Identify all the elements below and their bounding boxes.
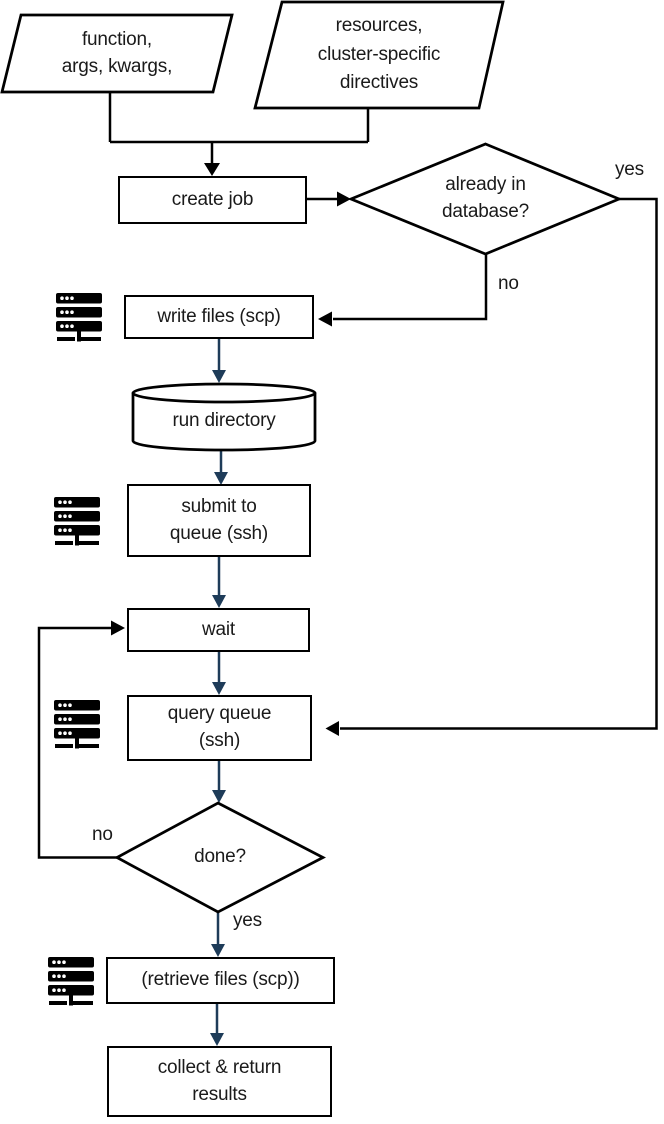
yes-branch-connector xyxy=(340,197,658,730)
node-create-job: create job xyxy=(118,176,307,224)
arrowhead-into-write-files xyxy=(318,311,332,327)
arrowhead-into-create-job xyxy=(204,163,220,176)
node-query-queue: query queue (ssh) xyxy=(127,695,312,761)
arrowhead-into-wait xyxy=(111,620,125,636)
server-icon xyxy=(48,957,94,1006)
arrowhead-into-already-decision xyxy=(337,191,351,207)
node-write-files: write files (scp) xyxy=(124,295,314,339)
flow-arrowheads xyxy=(210,370,228,1046)
server-icon xyxy=(56,293,102,342)
edge-label-yes-done: yes xyxy=(233,910,262,931)
parallelogram-function-args xyxy=(0,13,234,94)
diamond-done xyxy=(114,801,326,914)
cylinder-run-directory xyxy=(131,382,317,452)
edge-label-no-already: no xyxy=(498,273,519,294)
node-retrieve-files: (retrieve files (scp)) xyxy=(106,957,335,1004)
parallelogram-resources xyxy=(253,0,505,110)
server-icon xyxy=(54,497,100,546)
edge-label-no-done: no xyxy=(92,824,113,845)
node-wait: wait xyxy=(127,608,310,652)
server-icon xyxy=(54,700,100,749)
edge-label-yes-already: yes xyxy=(615,159,644,180)
node-submit-to-queue: submit to queue (ssh) xyxy=(127,484,311,557)
input-merge-connector xyxy=(108,92,370,164)
node-collect-results: collect & return results xyxy=(107,1046,332,1117)
done-no-loop-connector xyxy=(37,626,117,859)
flow-arrow-shafts xyxy=(215,339,223,1034)
arrowhead-into-query-queue xyxy=(325,721,339,736)
no-branch-connector xyxy=(333,254,488,321)
diamond-already-in-database xyxy=(347,142,623,256)
